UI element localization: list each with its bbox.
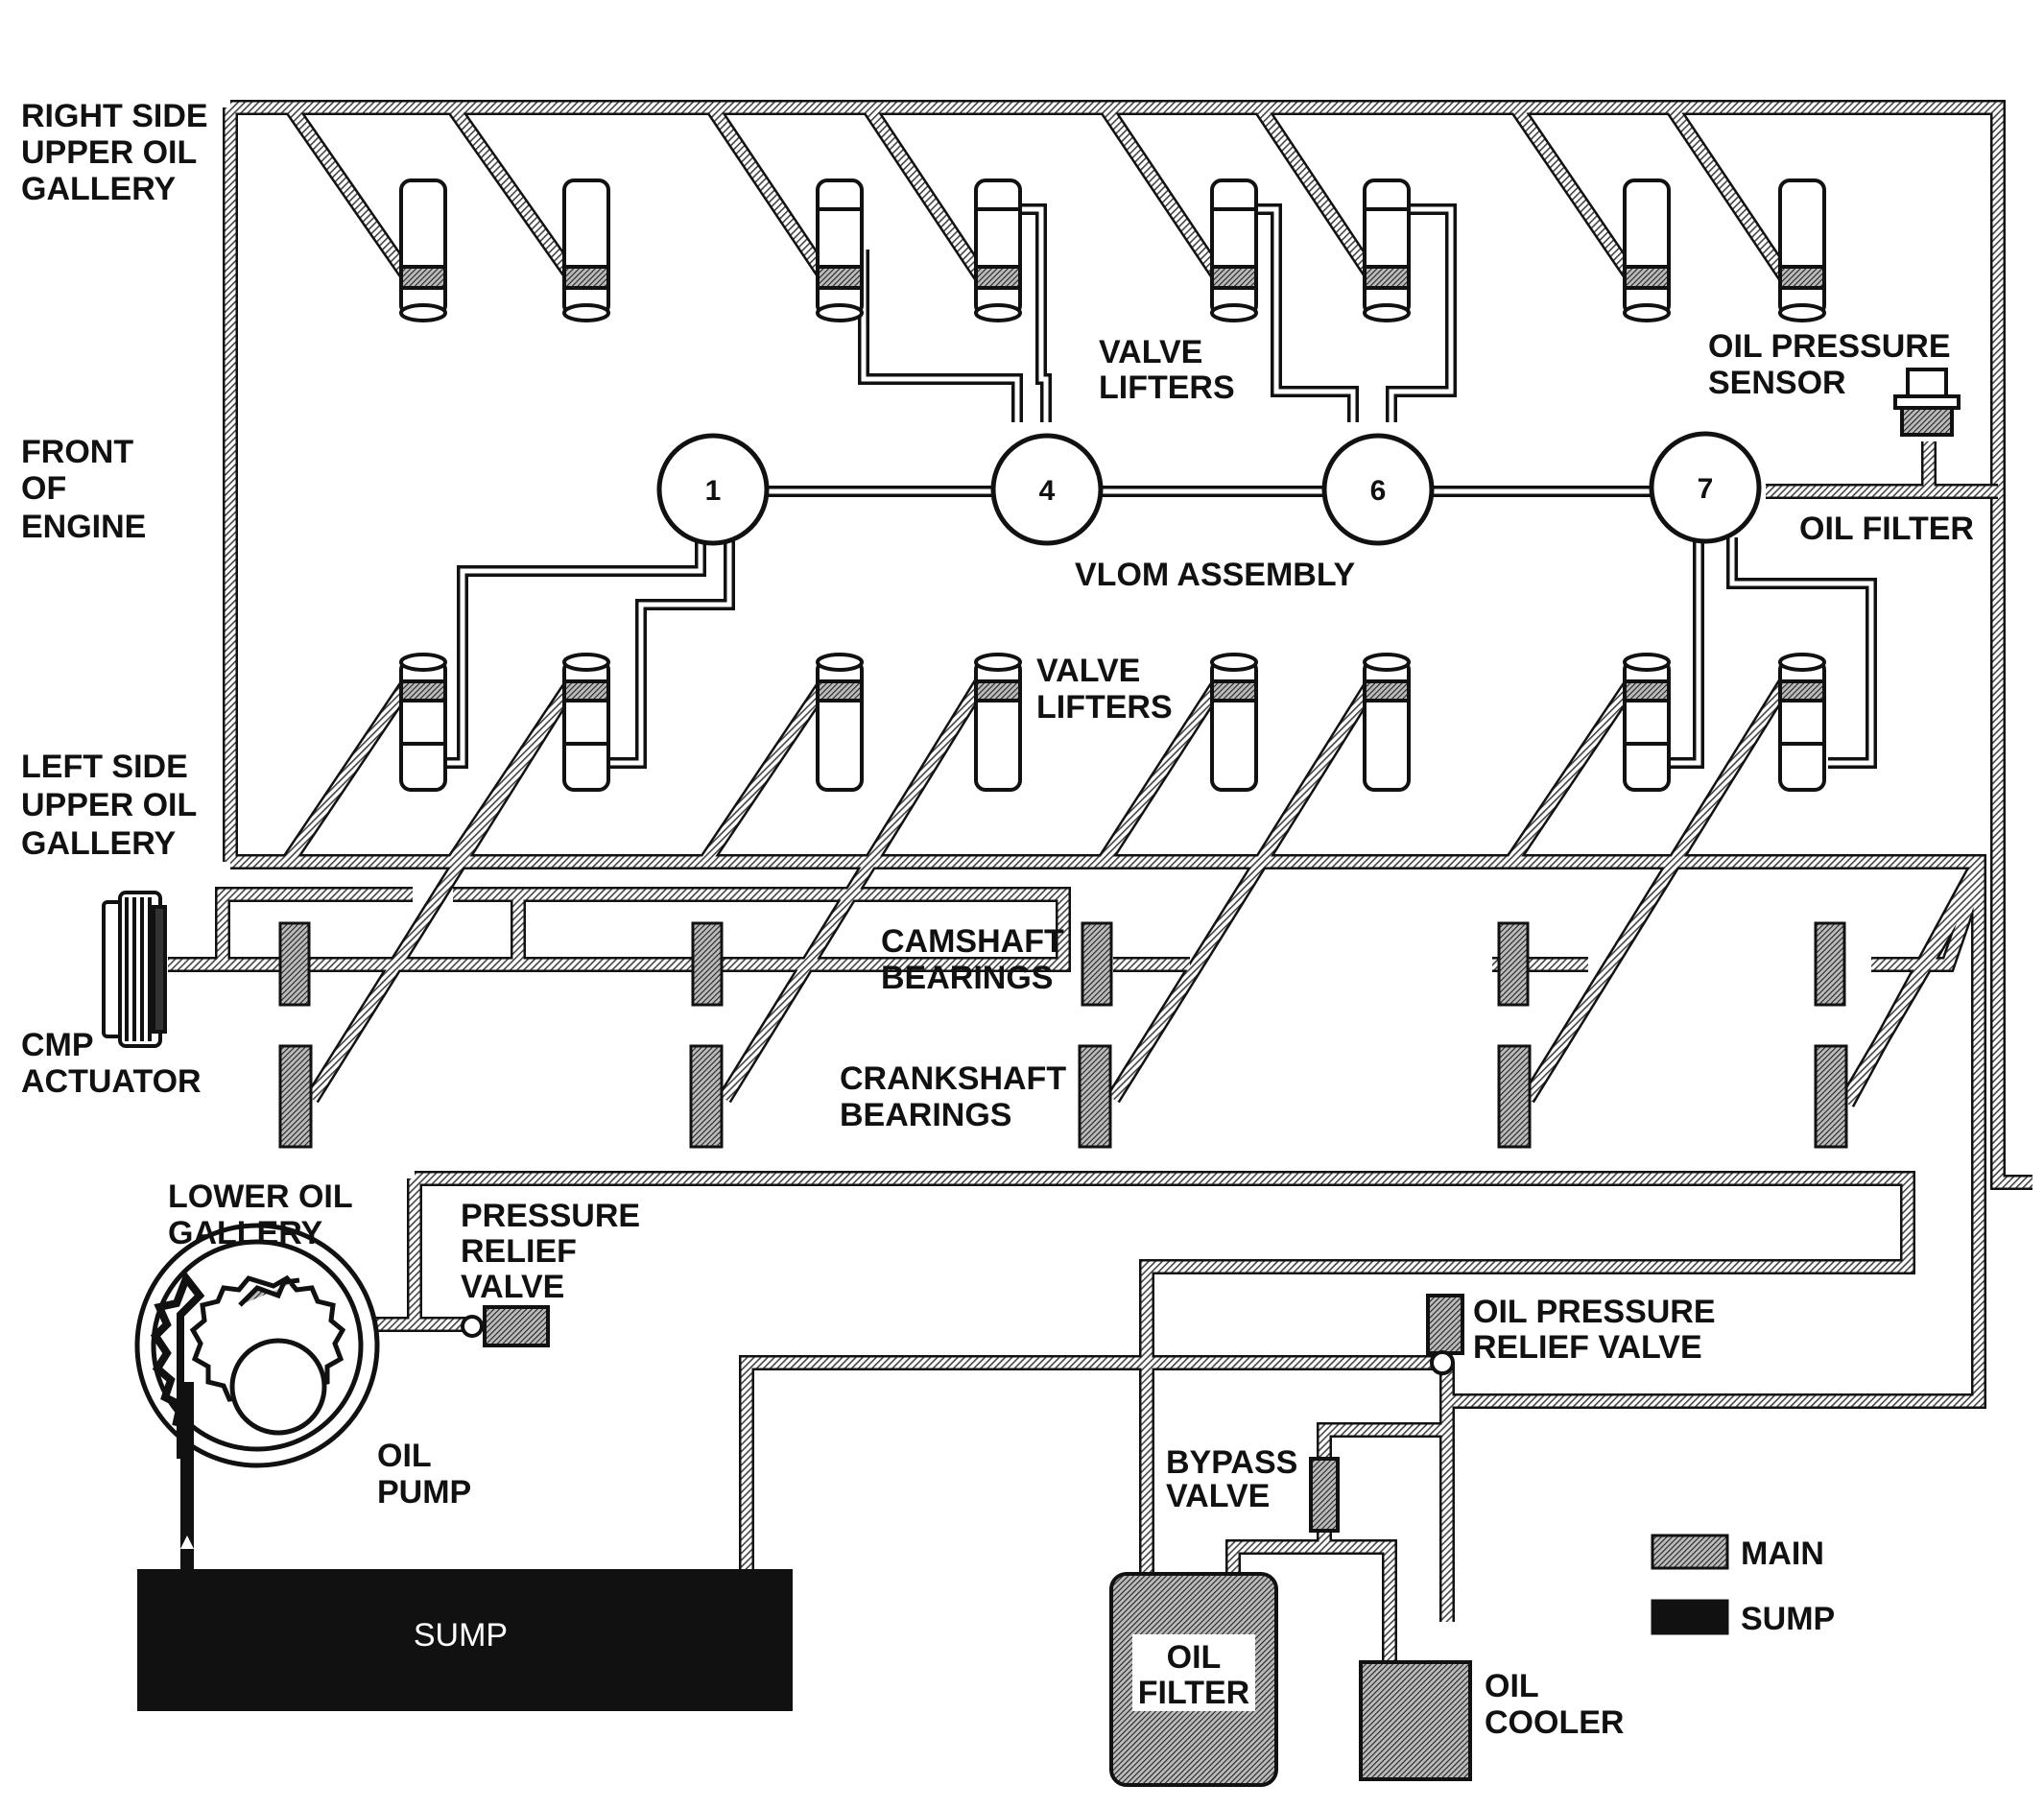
front-label-3: ENGINE: [21, 509, 146, 545]
valve-lifters-bottom-row: [399, 653, 1826, 792]
valve-lifter: [1210, 179, 1258, 322]
camshaft-bearing: [1497, 921, 1530, 1007]
vlom-node-6: [1321, 433, 1435, 546]
crankshaft-bearing: [1497, 1044, 1532, 1149]
legend-main-swatch: [1651, 1534, 1729, 1570]
crankshaft-label-2: BEARINGS: [840, 1097, 1011, 1133]
left-gallery-label-2: UPPER OIL: [21, 787, 197, 823]
cmp-label-2: ACTUATOR: [21, 1063, 202, 1100]
lower-gallery-label-1: LOWER OIL: [168, 1178, 353, 1215]
camshaft-bearing: [1814, 921, 1846, 1007]
vlom-node-6-label: 6: [1370, 475, 1387, 507]
valve-lifter: [974, 179, 1022, 322]
main-oil-passages: [168, 100, 2032, 1679]
vlom-node-1: [656, 433, 770, 546]
front-label-2: OF: [21, 470, 66, 507]
left-gallery-label-3: GALLERY: [21, 825, 177, 862]
valve-lifter: [1363, 653, 1411, 792]
legend-sump-label: SUMP: [1741, 1601, 1835, 1637]
valve-lifter: [1210, 653, 1258, 792]
oil-pressure-sensor-label-1: OIL PRESSURE: [1708, 328, 1951, 365]
oil-cooler-label-2: COOLER: [1485, 1704, 1624, 1741]
vlom-node-7-label: 7: [1698, 473, 1714, 505]
relief-label-2: RELIEF: [461, 1233, 577, 1270]
bypass-label-1: BYPASS: [1166, 1444, 1297, 1481]
cmp-label-1: CMP: [21, 1027, 94, 1063]
valve-lifter: [1778, 653, 1826, 792]
valve-lifter: [562, 653, 610, 792]
vlom-node-1-label: 1: [705, 475, 722, 507]
vlom-solenoids: [656, 431, 1762, 546]
vlom-label: VLOM ASSEMBLY: [1075, 557, 1356, 593]
valve-lifters-top-row: [399, 179, 1826, 322]
oil-pressure-sensor: [1893, 368, 1961, 437]
valve-lifter: [974, 653, 1022, 792]
front-label-1: FRONT: [21, 434, 133, 470]
oil-pressure-relief-label-1: OIL PRESSURE: [1473, 1294, 1716, 1330]
valve-lifters-bottom-label-2: LIFTERS: [1036, 689, 1173, 726]
oil-pressure-relief-valve: [1426, 1294, 1464, 1355]
oil-filter-label-1: OIL: [1167, 1639, 1222, 1676]
valve-lifters-top-label-2: LIFTERS: [1099, 369, 1235, 406]
valve-lifter: [399, 179, 447, 322]
legend: [1651, 1534, 1729, 1635]
valve-lifter: [1778, 179, 1826, 322]
vlom-node-7: [1649, 431, 1762, 544]
lower-gallery-label-2: GALLERY: [168, 1215, 323, 1251]
vlom-node-4-label: 4: [1039, 475, 1056, 507]
vlom-node-4: [990, 433, 1104, 546]
legend-main-label: MAIN: [1741, 1535, 1824, 1572]
right-gallery-label-1: RIGHT SIDE: [21, 98, 208, 134]
cmp-actuator: [102, 891, 167, 1048]
pressure-relief-valve: [461, 1305, 550, 1347]
camshaft-label-1: CAMSHAFT: [881, 923, 1064, 960]
oil-cooler-label-1: OIL: [1485, 1668, 1539, 1704]
valve-lifter: [399, 653, 447, 792]
oil-pressure-relief-label-2: RELIEF VALVE: [1473, 1329, 1702, 1366]
crankshaft-bearing: [1078, 1044, 1112, 1149]
valve-lifter: [816, 653, 864, 792]
oil-pump-label-2: PUMP: [377, 1474, 471, 1511]
relief-label-3: VALVE: [461, 1269, 564, 1305]
oil-cooler: [1359, 1660, 1472, 1781]
crankshaft-bearing: [1814, 1044, 1848, 1149]
sump-label: SUMP: [414, 1617, 508, 1654]
valve-lifters-bottom-label-1: VALVE: [1036, 653, 1140, 689]
oil-pump: [134, 1223, 380, 1583]
oil-pump-label-1: OIL: [377, 1438, 432, 1474]
camshaft-bearing: [691, 921, 724, 1007]
bypass-label-2: VALVE: [1166, 1478, 1270, 1514]
oil-pressure-sensor-label-2: SENSOR: [1708, 365, 1846, 401]
oil-filter-label-2: FILTER: [1138, 1675, 1249, 1711]
valve-lifters-top-label-1: VALVE: [1099, 334, 1202, 370]
crankshaft-label-1: CRANKSHAFT: [840, 1060, 1066, 1097]
crankshaft-bearing: [278, 1044, 313, 1149]
valve-lifter: [562, 179, 610, 322]
oil-filter-right-label: OIL FILTER: [1799, 511, 1974, 547]
crankshaft-bearing: [689, 1044, 724, 1149]
legend-sump-swatch: [1651, 1599, 1729, 1635]
valve-lifter: [1623, 653, 1671, 792]
relief-label-1: PRESSURE: [461, 1198, 640, 1234]
camshaft-bearing: [278, 921, 311, 1007]
sump: SUMP: [137, 1569, 793, 1711]
right-gallery-label-3: GALLERY: [21, 171, 177, 207]
bypass-valve: [1309, 1457, 1340, 1533]
camshaft-label-2: BEARINGS: [881, 960, 1053, 996]
valve-lifter: [816, 179, 864, 322]
valve-lifter: [1623, 179, 1671, 322]
bearings: [278, 921, 1848, 1149]
left-gallery-label-1: LEFT SIDE: [21, 749, 188, 785]
valve-lifter: [1363, 179, 1411, 322]
camshaft-bearing: [1081, 921, 1113, 1007]
right-gallery-label-2: UPPER OIL: [21, 134, 197, 171]
oil-filter-assembly: [1109, 1294, 1472, 1787]
